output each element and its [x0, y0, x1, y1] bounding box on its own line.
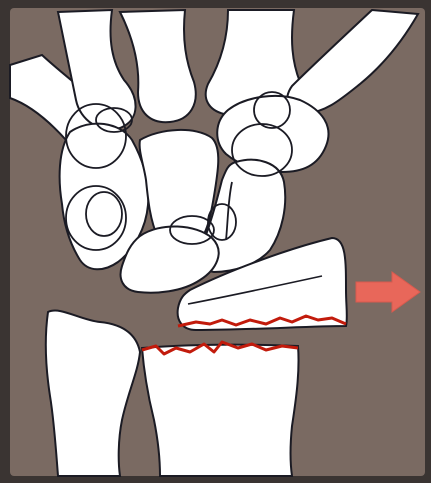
radius-bone: [142, 345, 299, 476]
